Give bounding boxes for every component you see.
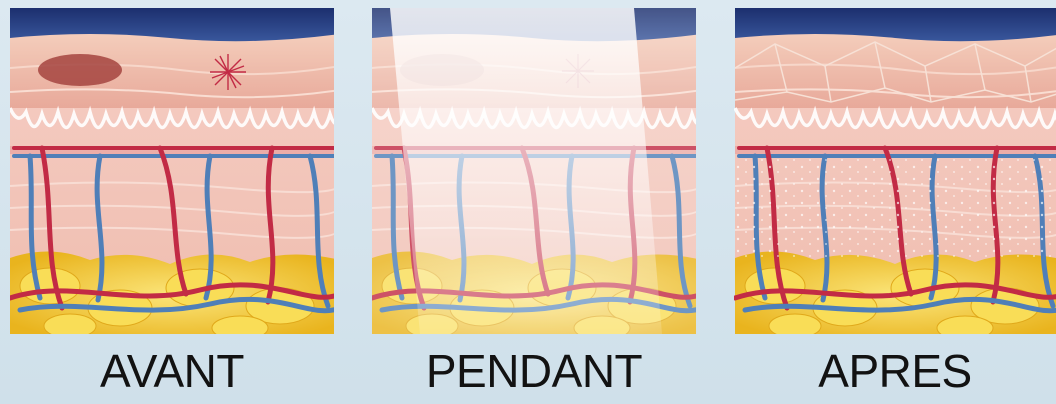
spider-vein-icon (210, 54, 246, 90)
panel-during (372, 8, 696, 334)
skin-during-illustration (372, 8, 696, 334)
panel-before (10, 8, 334, 334)
caption-after: APRES (734, 346, 1056, 396)
skin-before-illustration (10, 8, 334, 334)
pigment-spot-icon (38, 54, 122, 86)
light-beam-icon (390, 8, 662, 334)
skin-after-illustration (734, 8, 1056, 334)
panel-after (734, 8, 1056, 334)
caption-during: PENDANT (372, 346, 696, 396)
caption-before: AVANT (10, 346, 334, 396)
